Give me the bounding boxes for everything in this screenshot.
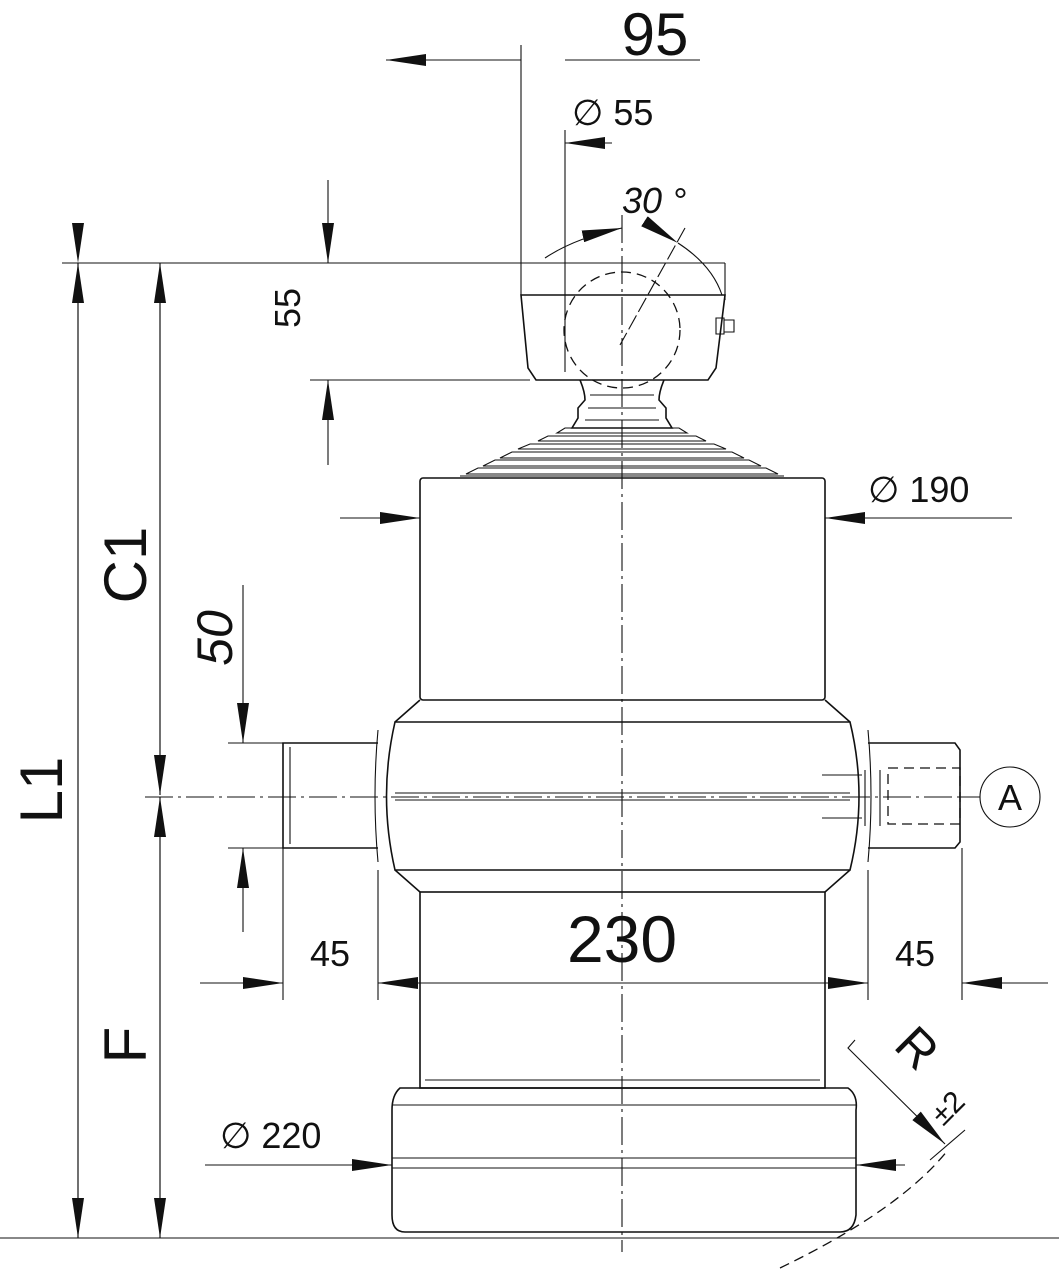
trunnion-right (822, 742, 961, 849)
dim-upper-diameter: ∅ 190 (868, 469, 969, 510)
dim-trunnion-left-length: 45 (310, 933, 350, 974)
port-a-label: A (998, 777, 1022, 818)
dim-trunnion-width: 50 (187, 610, 243, 666)
dim-l1: L1 (8, 757, 75, 824)
dim-c1: C1 (92, 527, 159, 604)
swing-radius-arc (779, 1149, 949, 1269)
dim-swivel-angle: 30 ° (622, 180, 686, 221)
dim-95: 95 (622, 1, 689, 68)
base (391, 1087, 858, 1233)
dim-radius-tolerance: ±2 (925, 1085, 972, 1132)
dim-base-diameter: ∅ 220 (220, 1115, 321, 1156)
upper-stage (419, 477, 826, 701)
upper-flare (394, 699, 851, 723)
trunnion-left (282, 742, 378, 849)
dim-trunnion-right-length: 45 (895, 933, 935, 974)
port-a-marker (979, 766, 1041, 828)
mid-body (374, 721, 872, 893)
dim-cup-height: 55 (267, 288, 308, 328)
dim-f: F (92, 1027, 159, 1064)
ball-cup (520, 271, 735, 429)
dim-pin-diameter: ∅ 55 (572, 92, 653, 133)
bellows (460, 427, 784, 477)
dim-body-width: 230 (567, 902, 677, 976)
dim-radius: R (884, 1015, 949, 1080)
